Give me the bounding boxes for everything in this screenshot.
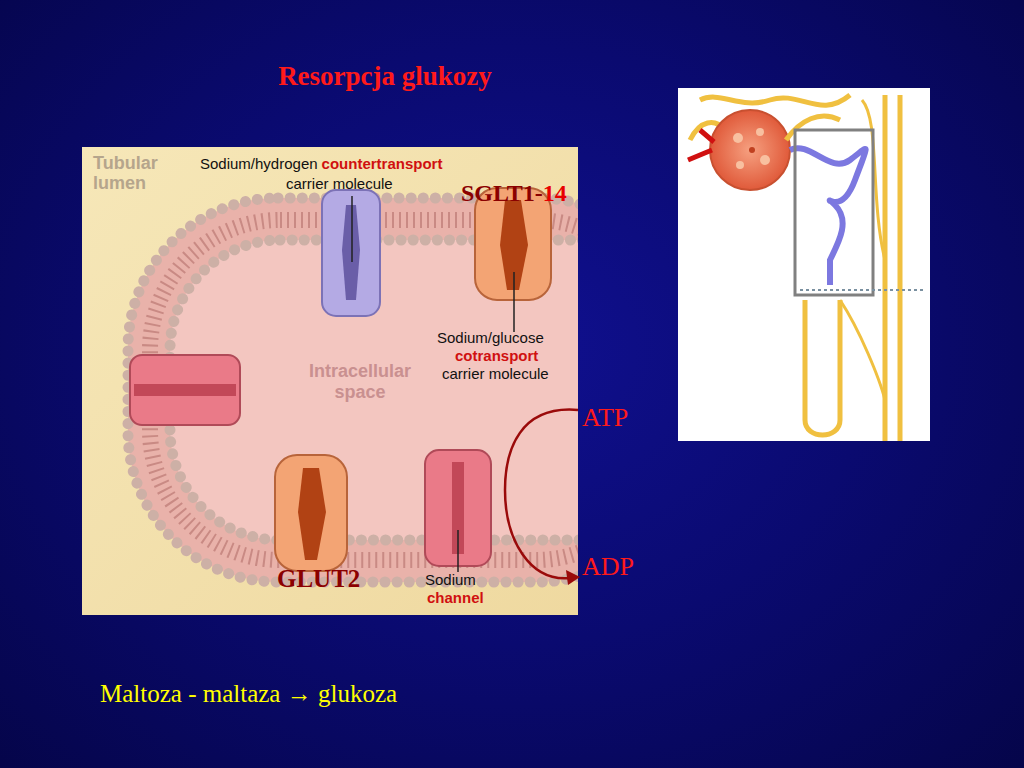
region-label: Intracellular space: [295, 361, 425, 402]
part-label: carrier molecule: [442, 366, 549, 383]
protein-name: SGLT1-: [461, 180, 543, 206]
cell-interior: Intracellular space: [285, 350, 435, 414]
molecule-label: ADP: [582, 553, 634, 582]
caption: Maltoza - maltaza → glukoza: [100, 680, 397, 708]
part-label: Sodium: [425, 572, 476, 589]
part-label: cotransport: [455, 348, 538, 365]
protein-name: 14: [543, 180, 567, 206]
part-label: countertransport: [322, 156, 443, 173]
atp-arrow: [505, 410, 578, 579]
molecule-label: ATP: [582, 404, 628, 433]
nephron-drawing: [678, 88, 930, 441]
part-label: Sodium/hydrogen: [200, 156, 318, 173]
part-label: channel: [427, 590, 484, 607]
region-label: Tubular lumen: [93, 154, 177, 194]
cell-drawing: [128, 188, 578, 582]
arrow-head: [566, 570, 580, 585]
part-label: carrier molecule: [286, 176, 393, 193]
protein-name: GLUT2: [277, 565, 360, 593]
slide-title: Resorpcja glukozy: [185, 62, 585, 92]
part-label: Sodium/glucose: [437, 330, 544, 347]
